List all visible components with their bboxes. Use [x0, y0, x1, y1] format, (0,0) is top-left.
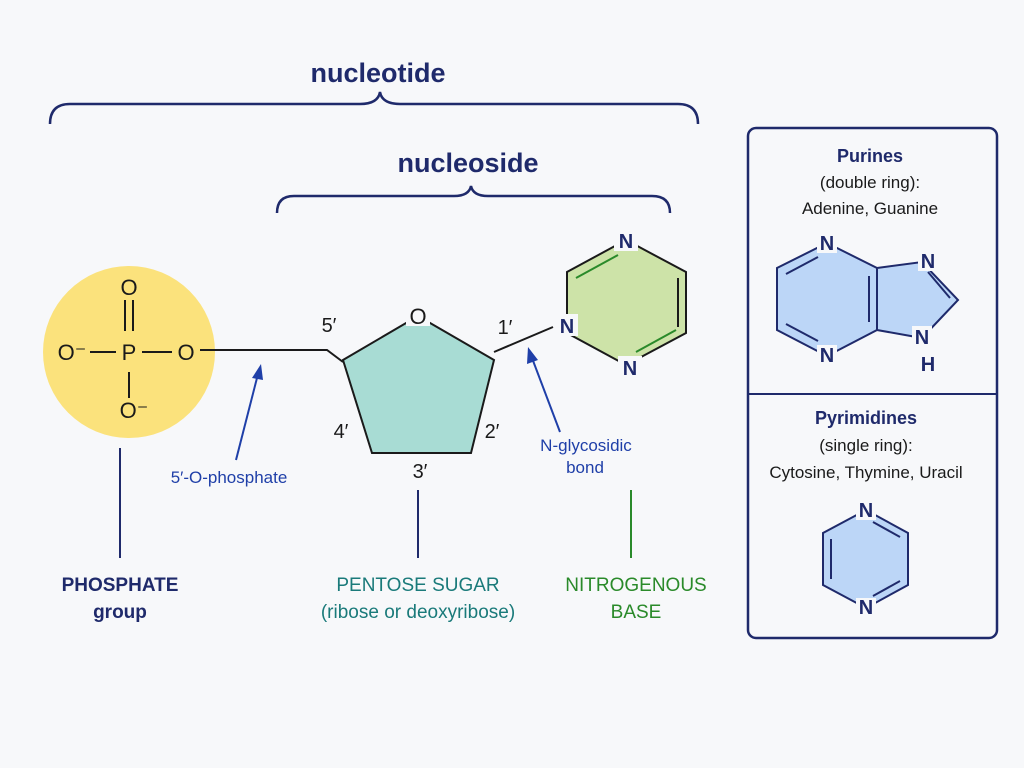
sugar-caption-line1: PENTOSE SUGAR — [336, 575, 499, 596]
sugar-carbon-5-label: 5′ — [322, 315, 337, 337]
glycosidic-bond-line — [493, 326, 554, 353]
nucleoside-label: nucleoside — [397, 148, 538, 178]
pentose-sugar: O 5′ 4′ 3′ 2′ 1′ — [322, 304, 513, 483]
pyrimidines-title: Pyrimidines — [815, 408, 917, 428]
sugar-carbon-1-label: 1′ — [498, 317, 513, 339]
purine-structure: N N N N H — [776, 233, 960, 376]
nucleotide-bracket: nucleotide — [48, 58, 700, 125]
phosphate-top-oxygen: O — [120, 275, 137, 300]
phosphate-link-label: 5′-O-phosphate — [171, 468, 288, 487]
sugar-caption-line2: (ribose or deoxyribose) — [321, 602, 515, 623]
purine-hydrogen: H — [921, 354, 935, 376]
phosphate-caption-line2: group — [93, 602, 147, 623]
nucleoside-bracket: nucleoside — [275, 148, 672, 214]
purine-nitrogen-right-bottom: N — [915, 327, 929, 349]
nitrogenous-base: N N N — [556, 229, 687, 380]
phosphate-group: O O⁻ P O O⁻ — [43, 266, 215, 438]
base-caption-line1: NITROGENOUS — [565, 575, 706, 596]
sugar-ring — [341, 314, 496, 454]
glycosidic-label-line2: bond — [566, 458, 604, 477]
purine-nitrogen-bottom: N — [820, 345, 834, 367]
purines-examples: Adenine, Guanine — [802, 199, 938, 218]
base-caption-line2: BASE — [611, 602, 662, 623]
base-types-panel: Purines (double ring): Adenine, Guanine … — [746, 126, 999, 640]
phosphate-caption-line1: PHOSPHATE — [62, 575, 179, 596]
glycosidic-label-line1: N-glycosidic — [540, 436, 632, 455]
base-ring — [566, 238, 687, 367]
phosphate-bottom-oxygen: O⁻ — [120, 398, 149, 423]
glycosidic-arrow: N-glycosidic bond — [527, 347, 632, 477]
purine-nitrogen-top: N — [820, 233, 834, 255]
sugar-carbon-2-label: 2′ — [485, 421, 500, 443]
purines-subtitle: (double ring): — [820, 173, 920, 192]
arrowhead-icon — [252, 364, 263, 380]
pyrimidine-structure: N N — [822, 500, 909, 619]
phosphate-circle — [43, 266, 215, 438]
pyrimidine-nitrogen-bottom: N — [859, 597, 873, 619]
phosphorus-atom: P — [122, 340, 137, 365]
pyrimidine-nitrogen-top: N — [859, 500, 873, 522]
base-nitrogen-bottom: N — [623, 358, 637, 380]
nucleotide-label: nucleotide — [310, 58, 445, 88]
arrowhead-icon — [527, 347, 538, 364]
purine-nitrogen-right-top: N — [921, 251, 935, 273]
sugar-ring-oxygen: O — [409, 304, 426, 329]
phosphate-bridge-oxygen: O — [177, 340, 194, 365]
sugar-carbon-3-label: 3′ — [413, 461, 428, 483]
phosphoester-bond — [200, 349, 344, 363]
base-nitrogen-top: N — [619, 231, 633, 253]
phosphate-left-oxygen: O⁻ — [58, 340, 87, 365]
sugar-carbon-4-label: 4′ — [334, 421, 349, 443]
base-nitrogen-left: N — [560, 316, 574, 338]
purines-title: Purines — [837, 146, 903, 166]
pyrimidines-examples: Cytosine, Thymine, Uracil — [769, 463, 962, 482]
pyrimidines-subtitle: (single ring): — [819, 436, 913, 455]
phosphate-link-arrow: 5′-O-phosphate — [171, 364, 288, 487]
